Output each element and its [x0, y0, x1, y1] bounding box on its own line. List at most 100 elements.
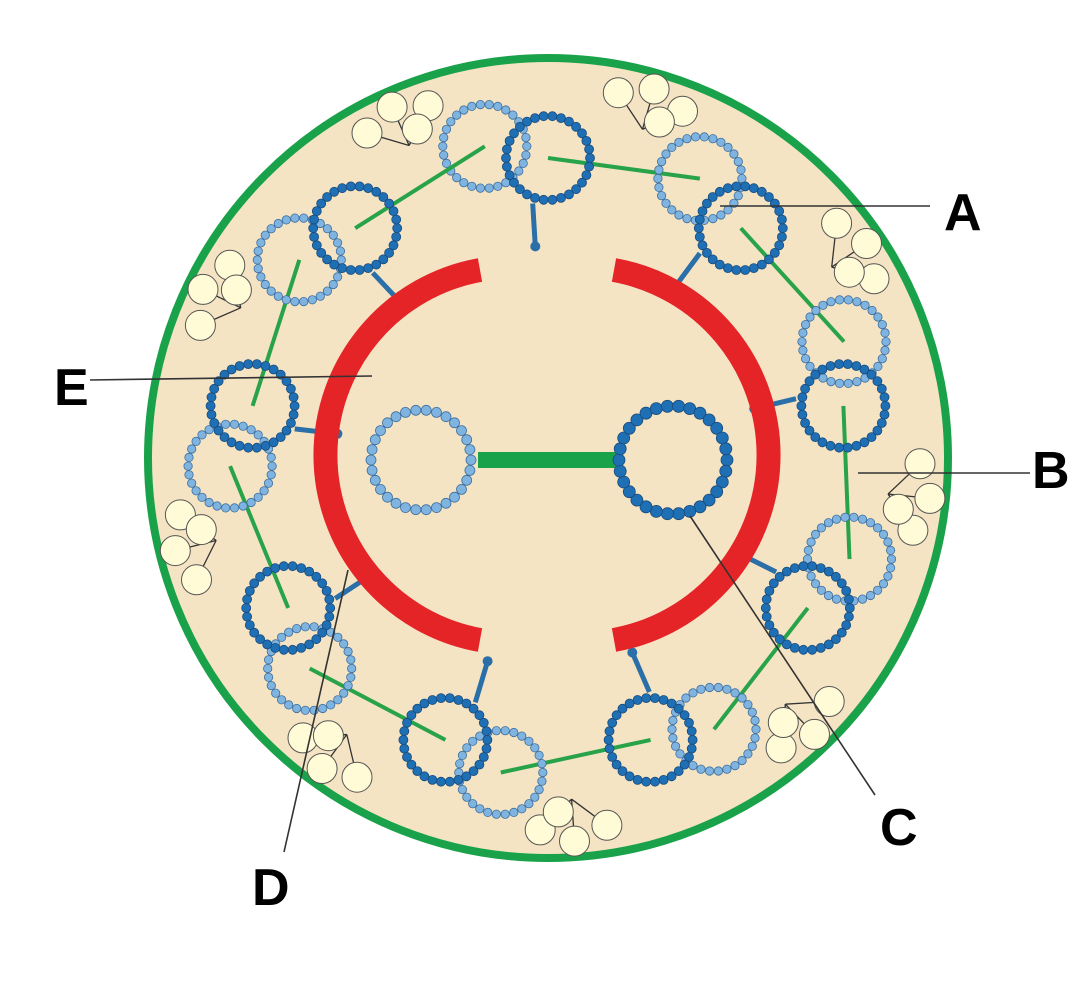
tubule-subunit: [191, 486, 201, 496]
tubule-subunit: [518, 158, 528, 168]
tubule-subunit: [774, 240, 785, 251]
tubule-subunit: [807, 644, 818, 655]
tubule-subunit: [844, 611, 854, 622]
tubule-subunit: [843, 378, 853, 388]
dynein-arms: [287, 720, 373, 793]
tubule-subunit: [311, 634, 322, 645]
tubule-subunit: [729, 149, 739, 159]
tubule-subunit: [816, 585, 827, 595]
dynein-arm: [181, 564, 212, 596]
radial-spoke-head: [482, 656, 493, 667]
tubule-subunit: [292, 623, 302, 634]
tubule-subunit: [242, 594, 253, 605]
tubule-subunit: [704, 682, 715, 693]
tubule-subunit: [826, 297, 836, 307]
tubule-subunit: [436, 693, 446, 703]
tubule-subunit: [410, 404, 422, 416]
tubule-subunit: [800, 354, 811, 364]
tubule-subunit: [390, 411, 402, 423]
tubule-subunit: [781, 566, 792, 577]
tubule-subunit: [468, 799, 478, 809]
tubule-subunit: [289, 400, 300, 411]
tubule-subunit: [670, 741, 681, 751]
dynein-arm: [602, 77, 634, 109]
outer-doublet: [438, 73, 701, 252]
tubule-subunit: [321, 586, 332, 596]
tubule-subunit: [843, 295, 853, 305]
tubule-subunit: [288, 392, 299, 403]
tubule-subunit: [844, 594, 854, 605]
tubule-subunit: [378, 254, 389, 265]
tubule-subunit: [883, 537, 893, 547]
tubule-subunit: [263, 663, 273, 674]
tubule-subunit: [256, 272, 266, 282]
tubule-subunit: [406, 710, 417, 721]
tubule-subunit: [673, 766, 684, 776]
central-tubule-right: [612, 399, 734, 521]
dynein-arm: [220, 274, 252, 306]
tubule-subunit: [343, 680, 353, 691]
tubule-subunit: [607, 717, 618, 728]
tubule-subunit: [474, 759, 485, 770]
tubule-subunit: [538, 767, 548, 778]
tubule-subunit: [453, 695, 464, 705]
dynein-arm: [591, 809, 623, 841]
tubule-subunit: [339, 688, 349, 698]
tubule-subunit: [661, 399, 674, 413]
a-tubule: [205, 359, 300, 453]
tubule-subunit: [521, 133, 531, 143]
tubule-subunit: [317, 627, 328, 638]
tubule-subunit: [308, 223, 319, 234]
tubule-subunit: [268, 437, 279, 448]
tubule-subunit: [723, 142, 733, 152]
tubule-subunit: [431, 502, 442, 514]
tubule-subunit: [682, 214, 692, 224]
tubule-subunit: [221, 419, 231, 429]
tubule-subunit: [702, 198, 712, 209]
tubule-subunit: [412, 766, 423, 776]
tubule-subunit: [883, 571, 893, 581]
tubule-subunit: [465, 454, 477, 466]
tubule-subunit: [332, 272, 343, 282]
tubule-subunit: [842, 359, 853, 370]
tubule-subunit: [517, 731, 527, 741]
tubule-subunit: [369, 474, 381, 486]
tubule-subunit: [878, 579, 889, 589]
tubule-subunit: [343, 646, 353, 657]
tubule-subunit: [524, 736, 534, 746]
tubule-subunit: [391, 214, 402, 225]
tubule-subunit: [402, 752, 412, 762]
tubule-subunit: [375, 425, 386, 437]
tubule-subunit: [509, 807, 519, 818]
tubule-subunit: [641, 693, 652, 703]
tubule-subunit: [658, 775, 669, 785]
tubule-subunit: [777, 223, 788, 234]
tubule-subunit: [811, 305, 821, 316]
tubule-subunit: [538, 194, 549, 205]
tubule-subunit: [650, 776, 660, 787]
tubule-subunit: [304, 639, 315, 650]
tubule-subunit: [768, 578, 779, 589]
tubule-subunit: [617, 703, 628, 714]
tubule-subunit: [740, 181, 751, 192]
tubule-subunit: [273, 218, 283, 229]
tubule-subunit: [354, 265, 365, 275]
tubule-subunit: [467, 181, 477, 191]
tubule-subunit: [316, 247, 327, 258]
tubule-subunit: [823, 639, 834, 650]
tubule-subunit: [266, 680, 276, 691]
tubule-subunit: [733, 157, 743, 167]
tubule-subunit: [720, 453, 734, 467]
tubule-subunit: [654, 165, 664, 175]
tubule-subunit: [384, 198, 395, 209]
tubule-subunit: [455, 759, 465, 769]
tubule-subunit: [509, 128, 519, 139]
tubule-subunit: [797, 409, 808, 420]
tubule-subunit: [311, 571, 322, 582]
tubule-subunit: [205, 400, 216, 411]
tubule-subunit: [842, 442, 853, 453]
tubule-subunit: [679, 759, 690, 770]
tubule-subunit: [281, 425, 292, 436]
tubule-subunit: [213, 425, 224, 436]
